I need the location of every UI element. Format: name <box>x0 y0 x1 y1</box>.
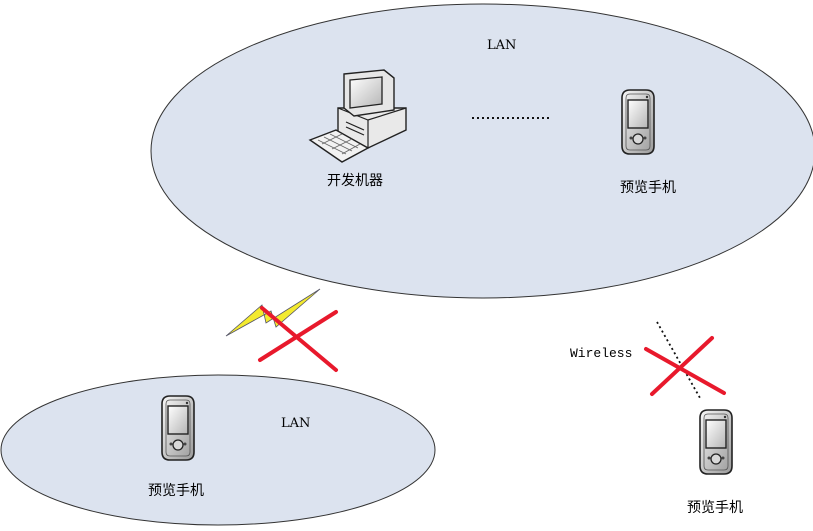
computer-icon <box>308 69 407 163</box>
wireless-label: Wireless <box>570 346 633 361</box>
wireless-phone-label: 预览手机 <box>687 500 743 516</box>
top-lan-label: LAN <box>487 38 517 53</box>
blocked-cross-lightning <box>258 306 338 372</box>
phone-icon-bottom-lan <box>161 395 195 461</box>
top-lan-ellipse <box>150 3 813 299</box>
bottom-lan-ellipse <box>0 374 436 526</box>
bottom-phone-label: 预览手机 <box>148 483 204 499</box>
top-phone-label: 预览手机 <box>620 180 676 196</box>
phone-icon-top-lan <box>621 89 655 155</box>
dev-machine-label: 开发机器 <box>327 173 383 189</box>
bottom-lan-label: LAN <box>281 416 311 431</box>
blocked-cross-wireless <box>644 336 726 396</box>
phone-icon-wireless <box>699 409 733 475</box>
lightning-icon <box>225 288 321 337</box>
